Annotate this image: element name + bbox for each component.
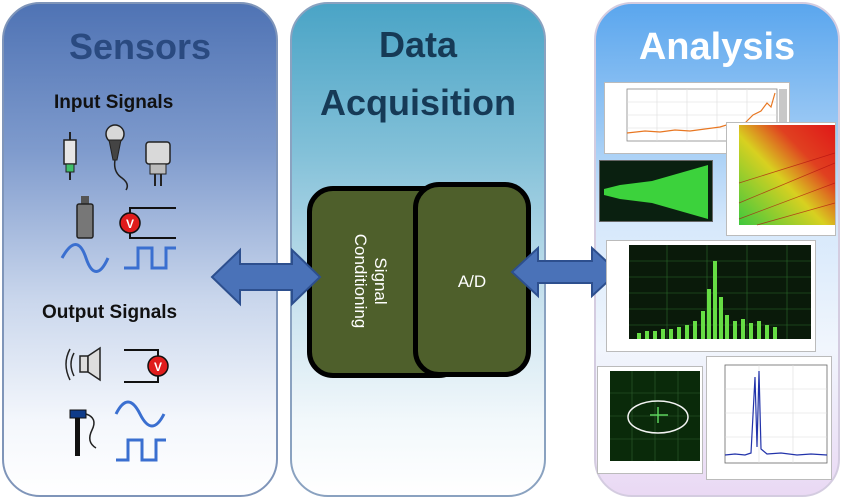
output-sine-wave-icon bbox=[114, 400, 166, 428]
speaker-icon bbox=[65, 346, 101, 382]
output-voltmeter-icon: V bbox=[124, 349, 169, 383]
left-double-arrow bbox=[210, 247, 322, 307]
input-signals-label: Input Signals bbox=[54, 92, 174, 113]
ad-label: A/D bbox=[457, 272, 487, 291]
square-wave-icon bbox=[124, 246, 176, 270]
accelerometer-icon bbox=[63, 132, 77, 180]
spectrogram-thumbnail bbox=[726, 122, 836, 236]
sensor-icon bbox=[76, 196, 94, 239]
voltmeter-icon: V bbox=[119, 207, 176, 239]
ad-converter-block bbox=[413, 182, 531, 377]
sensors-title: Sensors bbox=[68, 26, 212, 67]
analysis-title: Analysis bbox=[638, 26, 796, 68]
svg-text:V: V bbox=[154, 360, 162, 374]
sine-wave-icon bbox=[60, 243, 110, 273]
orbit-plot-thumbnail bbox=[597, 366, 703, 474]
plug-icon bbox=[145, 141, 171, 186]
daq-title-line1: Data bbox=[378, 24, 458, 65]
output-square-wave-icon bbox=[116, 438, 166, 462]
svg-text:V: V bbox=[126, 217, 134, 231]
waveform-thumbnail bbox=[599, 160, 713, 222]
frequency-peak-thumbnail bbox=[706, 356, 832, 480]
spectrum-thumbnail bbox=[606, 240, 816, 352]
microphone-icon bbox=[105, 124, 129, 191]
output-signals-label: Output Signals bbox=[42, 302, 178, 323]
right-double-arrow bbox=[510, 245, 620, 299]
daq-title-line2: Acquisition bbox=[320, 82, 516, 123]
hammer-icon bbox=[69, 409, 97, 456]
